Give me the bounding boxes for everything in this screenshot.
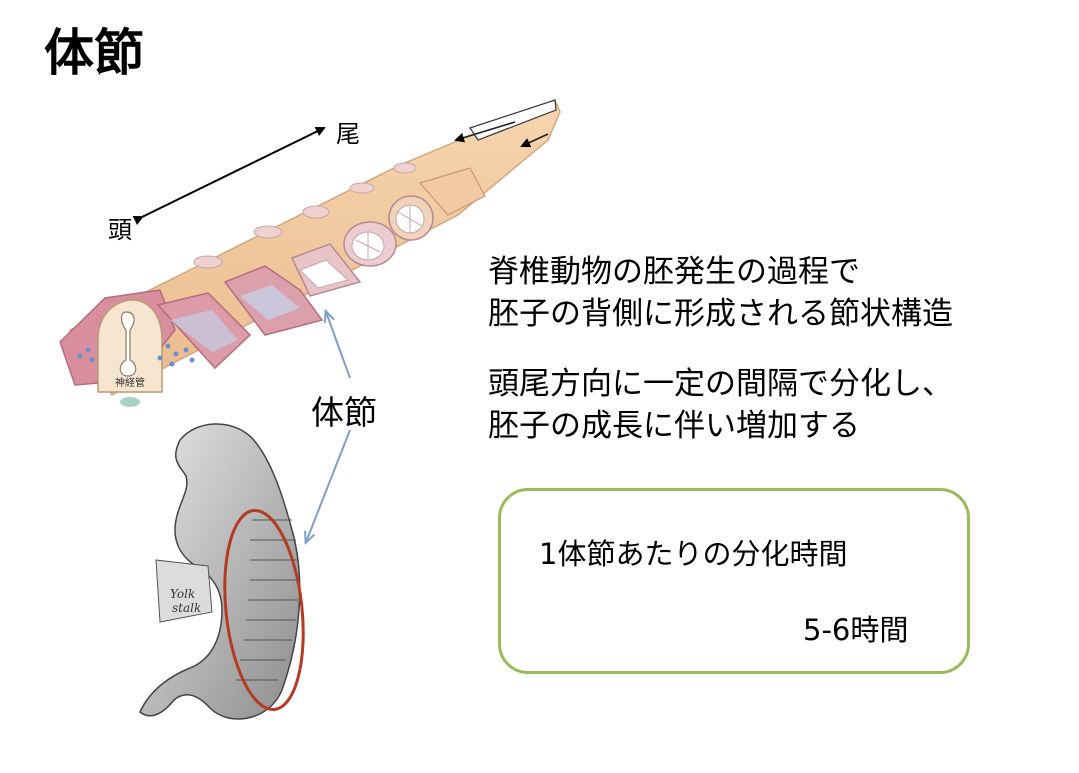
somite-block-6	[388, 195, 434, 241]
description-line: 頭尾方向に一定の間隔で分化し、	[488, 366, 953, 402]
somite-label: 体節	[311, 393, 377, 432]
info-box-value: 5-6時間	[803, 613, 909, 647]
info-box-label: 1体節あたりの分化時間	[539, 537, 848, 571]
somite-block-3	[223, 265, 324, 336]
double-arrow-icon	[132, 127, 326, 226]
pointer-arrow-icon	[306, 429, 351, 542]
embryo-illustration: Yolk stalk	[139, 423, 301, 720]
neural-tube-label: 神経管	[115, 376, 145, 389]
neural-tube-section	[77, 299, 195, 407]
somite-highlight-oval	[223, 508, 305, 712]
pointer-arrow-icon	[326, 312, 351, 379]
somite-block-7	[418, 167, 486, 216]
description-line: 脊椎動物の胚発生の過程で	[488, 254, 860, 290]
head-label: 頭	[108, 216, 132, 244]
slide-title: 体節	[44, 24, 144, 82]
info-box: 1体節あたりの分化時間 5-6時間	[498, 488, 970, 674]
svg-text:stalk: stalk	[172, 601, 201, 615]
somite-block-4	[290, 243, 362, 297]
trunk-diagram: 神経管	[59, 99, 561, 407]
tail-label: 尾	[336, 120, 360, 148]
svg-text:Yolk: Yolk	[170, 587, 195, 601]
somite-block-2	[156, 292, 252, 370]
somite-block-5	[343, 221, 397, 267]
description-line: 胚子の背側に形成される節状構造	[488, 296, 953, 332]
description-line: 胚子の成長に伴い増加する	[488, 408, 860, 444]
